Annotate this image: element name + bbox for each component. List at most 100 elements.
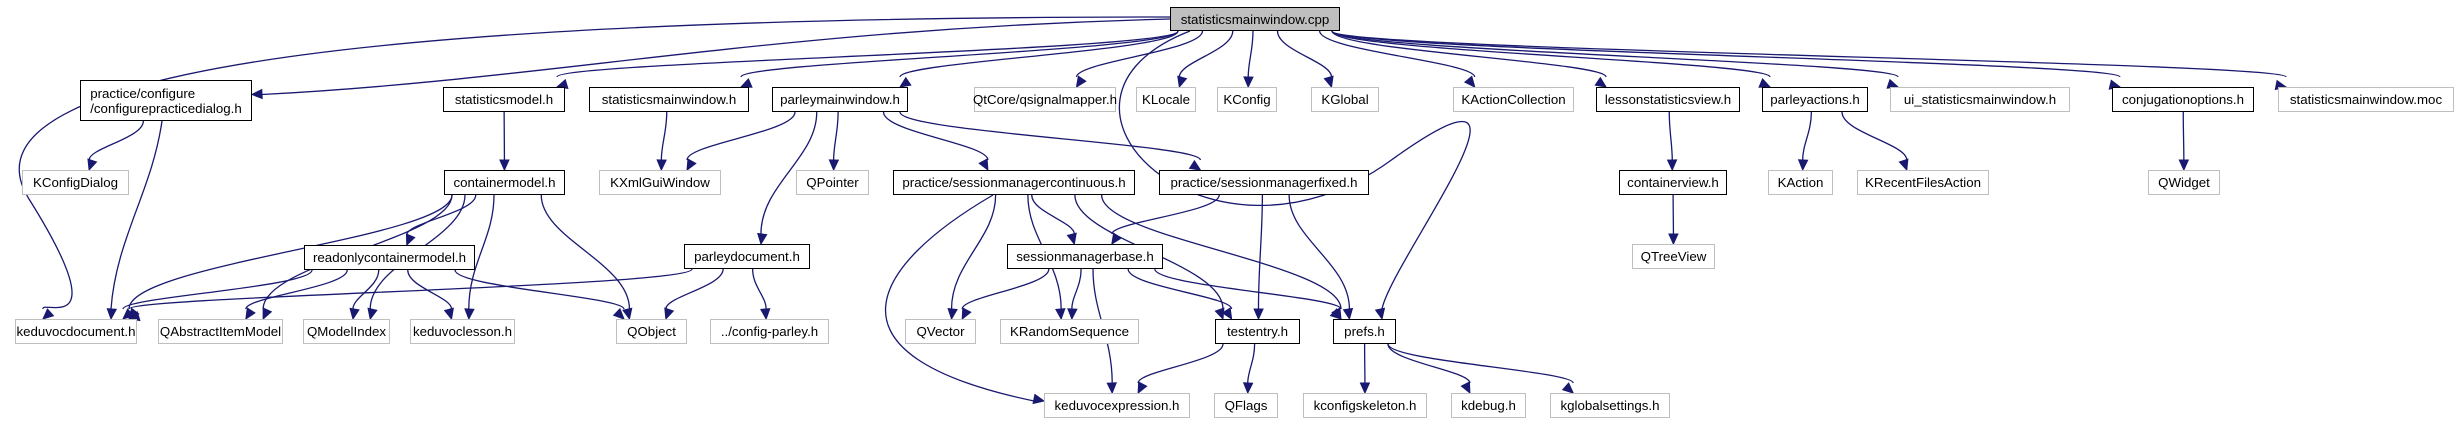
arrowhead-icon: [1595, 78, 1606, 87]
arrowhead-icon: [43, 309, 53, 319]
edge-root-to-ui_statisticsmainwindow: [1332, 31, 1898, 77]
node-kactioncollection[interactable]: KActionCollection: [1453, 87, 1574, 112]
edge-statisticsmainwindow_h-to-kxmlguiwindow: [661, 112, 666, 160]
node-qsignalmapper[interactable]: QtCore/qsignalmapper.h: [974, 87, 1116, 112]
node-kaction[interactable]: KAction: [1768, 170, 1833, 195]
node-kconfigskeleton[interactable]: kconfigskeleton.h: [1303, 393, 1427, 418]
arrowhead-icon: [1033, 395, 1044, 404]
node-keduvoclesson[interactable]: keduvoclesson.h: [410, 319, 515, 344]
arrowhead-icon: [1461, 382, 1470, 393]
node-kconfigdialog[interactable]: KConfigDialog: [22, 170, 129, 195]
node-qpointer[interactable]: QPointer: [796, 170, 869, 195]
edge-root-to-klocale: [1179, 31, 1232, 77]
node-qflags[interactable]: QFlags: [1214, 393, 1278, 418]
arrowhead-icon: [761, 309, 770, 319]
node-krecentfilesaction[interactable]: KRecentFilesAction: [1857, 170, 1989, 195]
arrowhead-icon: [1344, 308, 1353, 319]
arrowhead-icon: [350, 308, 359, 319]
arrowhead-icon: [687, 159, 696, 170]
arrowhead-icon: [1107, 383, 1116, 393]
node-containermodel[interactable]: containermodel.h: [444, 170, 565, 195]
edge-readonlycontainermodel-to-qmodelindex: [353, 270, 379, 309]
arrowhead-icon: [829, 160, 838, 170]
arrowhead-icon: [758, 234, 767, 244]
arrowhead-icon: [263, 308, 271, 319]
node-krandomsequence[interactable]: KRandomSequence: [1000, 319, 1139, 344]
node-containerview[interactable]: containerview.h: [1619, 170, 1727, 195]
edge-prefs-to-kdebug: [1388, 344, 1470, 383]
node-parleydocument[interactable]: parleydocument.h: [684, 244, 810, 269]
arrowhead-icon: [741, 79, 752, 87]
arrowhead-icon: [88, 159, 97, 170]
node-qwidget[interactable]: QWidget: [2148, 170, 2220, 195]
node-qmodelindex[interactable]: QModelIndex: [303, 319, 390, 344]
node-qabstractitemmodel[interactable]: QAbstractItemModel: [158, 319, 283, 344]
node-statisticsmainwindow-h[interactable]: statisticsmainwindow.h: [589, 87, 749, 112]
node-ui-statisticsmainwindow[interactable]: ui_statisticsmainwindow.h: [1890, 87, 2070, 112]
node-kxmlguiwindow[interactable]: KXmlGuiWindow: [599, 170, 721, 195]
node-qvector[interactable]: QVector: [905, 319, 976, 344]
arrowhead-icon: [657, 160, 666, 170]
node-klocale[interactable]: KLocale: [1136, 87, 1196, 112]
node-kdebug[interactable]: kdebug.h: [1451, 393, 1526, 418]
edge-prefs-to-kglobalsettings: [1388, 344, 1573, 383]
node-lessonstatisticsview[interactable]: lessonstatisticsview.h: [1596, 87, 1740, 112]
node-statisticsmodel[interactable]: statisticsmodel.h: [443, 87, 565, 112]
arrowhead-icon: [948, 309, 957, 319]
node-kglobalsettings[interactable]: kglobalsettings.h: [1550, 393, 1670, 418]
arrowhead-icon: [1563, 383, 1573, 393]
node-parleymainwindow[interactable]: parleymainwindow.h: [772, 87, 908, 112]
arrowhead-icon: [1669, 234, 1678, 244]
arrowhead-icon: [1056, 309, 1065, 319]
edge-lessonstatisticsview-to-containerview: [1669, 112, 1672, 160]
node-conjugationoptions[interactable]: conjugationoptions.h: [2112, 87, 2254, 112]
arrowhead-icon: [406, 234, 414, 245]
edge-parleydocument-to-keduvocdocument: [129, 269, 692, 309]
node-smcontinuous[interactable]: practice/sessionmanagercontinuous.h: [893, 170, 1135, 195]
arrowhead-icon: [1067, 233, 1076, 244]
arrowhead-icon: [1215, 308, 1223, 319]
edge-parleymainwindow-to-kxmlguiwindow: [687, 112, 795, 160]
node-prefs[interactable]: prefs.h: [1333, 319, 1396, 344]
edge-configurepracticedialog-to-kconfigdialog: [89, 121, 143, 160]
node-root[interactable]: statisticsmainwindow.cpp: [1170, 7, 1340, 31]
arrowhead-icon: [1068, 309, 1077, 319]
arrowhead-icon: [1360, 383, 1369, 393]
node-testentry[interactable]: testentry.h: [1215, 319, 1300, 344]
edge-root-to-statisticsmainwindow_moc: [1332, 31, 2286, 77]
node-kglobal[interactable]: KGlobal: [1311, 87, 1379, 112]
node-smbase[interactable]: sessionmanagerbase.h: [1007, 244, 1163, 269]
edge-root-to-parleymainwindow: [900, 31, 1178, 77]
node-qtreeview[interactable]: QTreeView: [1632, 244, 1715, 269]
edge-containermodel-to-readonlycontainermodel: [407, 195, 476, 235]
edge-parleyactions-to-kaction: [1803, 112, 1812, 160]
arrowhead-icon: [1899, 159, 1908, 170]
node-configurepracticedialog[interactable]: practice/configure /configurepracticedia…: [80, 80, 252, 121]
arrowhead-icon: [246, 308, 255, 319]
arrowhead-icon: [1244, 383, 1253, 393]
arrowhead-icon: [665, 308, 674, 319]
edge-smbase-to-qvector: [962, 269, 1049, 309]
edge-root-to-kconfig: [1248, 31, 1253, 77]
node-kconfig[interactable]: KConfig: [1217, 87, 1277, 112]
edge-smbase-to-krandomsequence: [1072, 269, 1081, 309]
node-keduvocdocument[interactable]: keduvocdocument.h: [15, 319, 137, 344]
node-statisticsmainwindow-moc[interactable]: statisticsmainwindow.moc: [2278, 87, 2454, 112]
edge-smcontinuous-to-qvector: [952, 195, 996, 309]
edge-smbase-to-testentry: [1128, 269, 1232, 309]
node-smfixed[interactable]: practice/sessionmanagerfixed.h: [1159, 170, 1369, 195]
arrowhead-icon: [623, 308, 632, 319]
edge-smfixed-to-smbase: [1112, 195, 1219, 234]
edge-root-to-keduvocdocument: [19, 17, 1170, 309]
edge-configurepracticedialog-to-keduvocdocument: [111, 121, 162, 309]
node-readonlycontainermodel[interactable]: readonlycontainermodel.h: [304, 245, 475, 270]
node-qobject[interactable]: QObject: [616, 319, 687, 344]
node-parleyactions[interactable]: parleyactions.h: [1762, 87, 1868, 112]
arrowhead-icon: [614, 309, 624, 319]
arrowhead-icon: [500, 160, 509, 170]
edge-parleyactions-to-krecentfilesaction: [1842, 112, 1907, 160]
node-keduvocexpression[interactable]: keduvocexpression.h: [1044, 393, 1190, 418]
node-configparley[interactable]: ../config-parley.h: [710, 319, 829, 344]
